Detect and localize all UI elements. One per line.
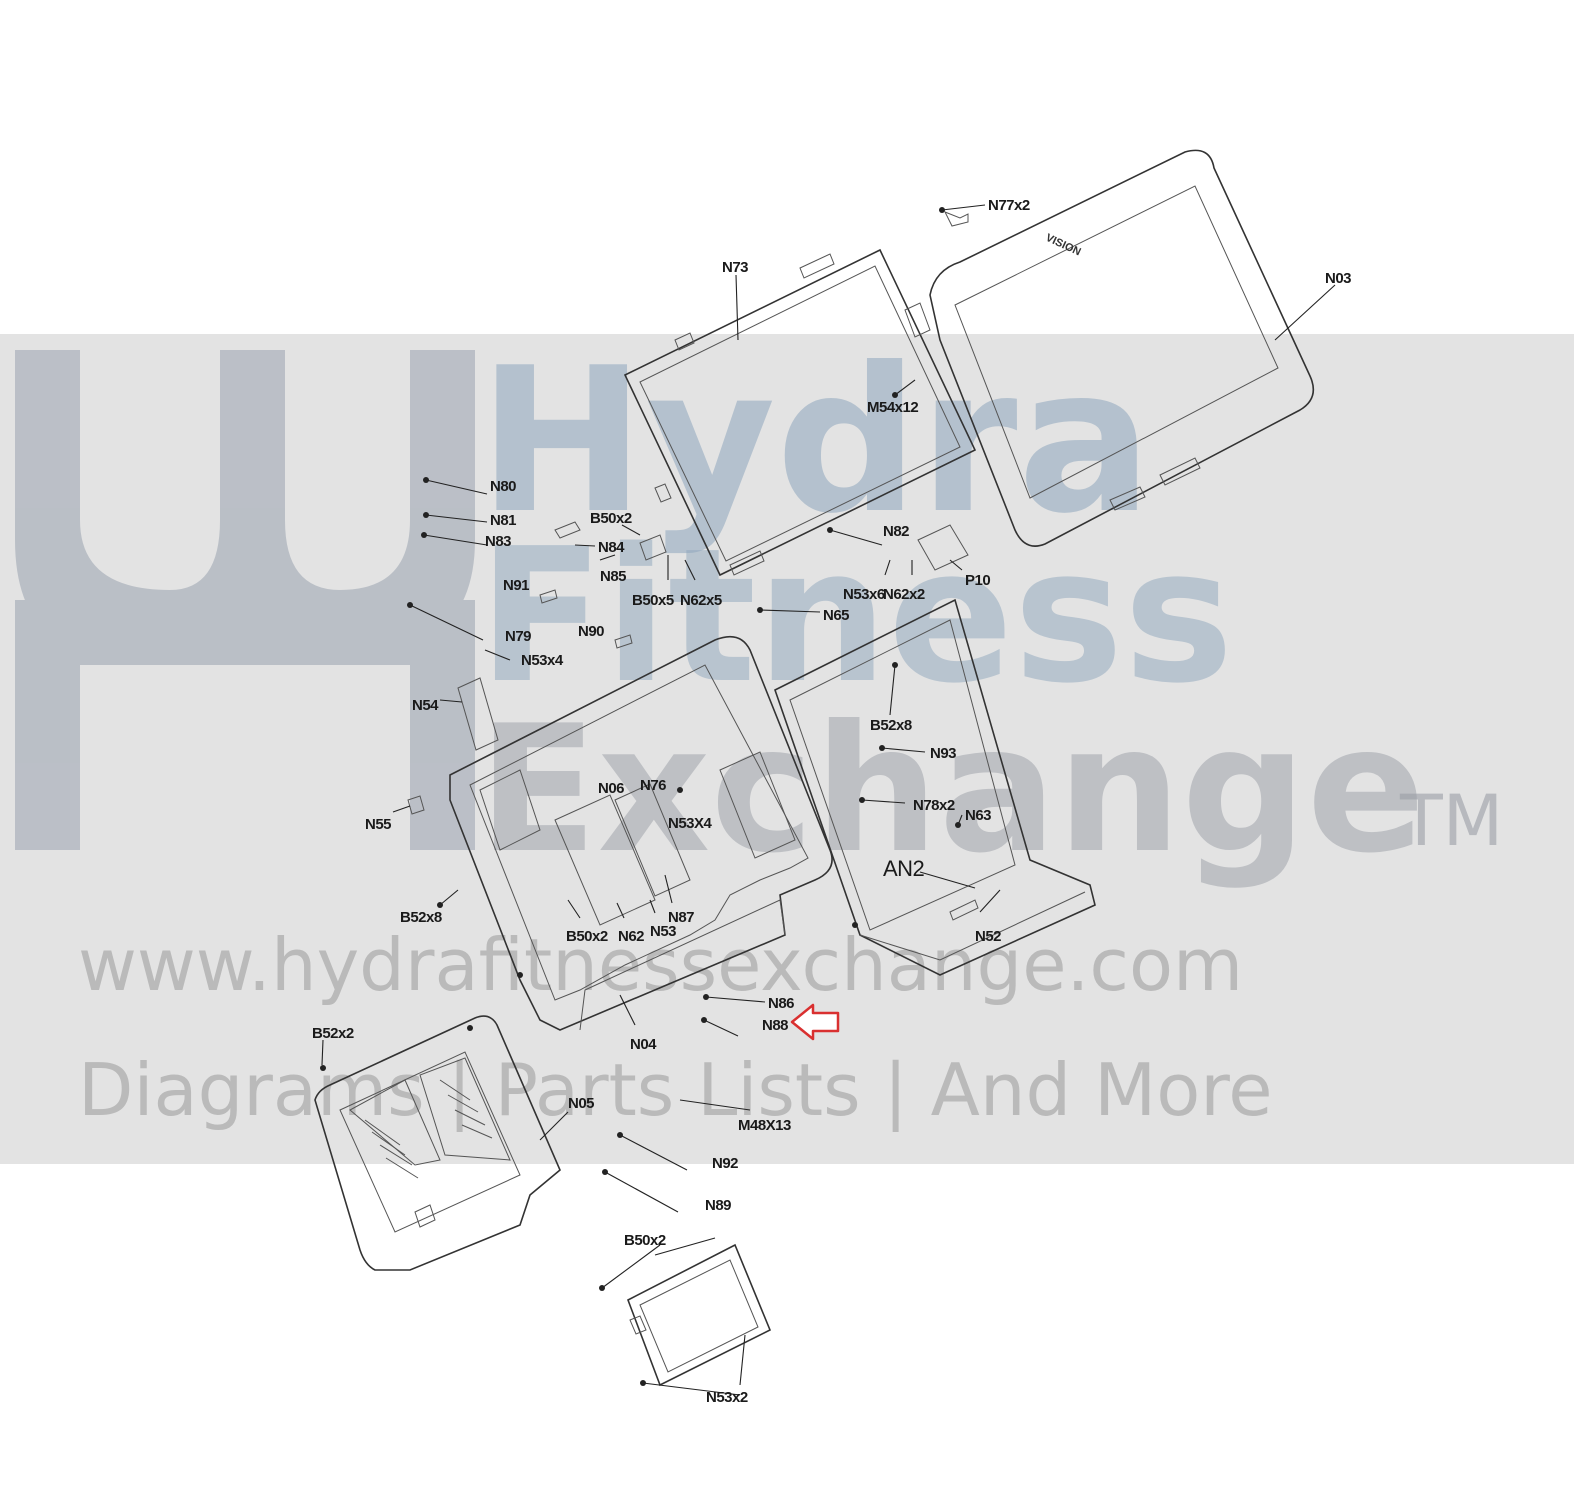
label-n85: N85 — [600, 568, 626, 585]
hydra-fitness-logo-icon — [15, 350, 475, 850]
label-b50x2-bottom: B50x2 — [624, 1232, 666, 1249]
label-n53x2: N53x2 — [706, 1389, 748, 1406]
label-n62x2: N62x2 — [883, 586, 925, 603]
leader-dots — [320, 207, 961, 1386]
part-control-board — [627, 1243, 772, 1387]
label-p10: P10 — [965, 572, 990, 589]
label-n06: N06 — [598, 780, 624, 797]
label-n63: N63 — [965, 807, 991, 824]
watermark-trademark: TM — [1399, 780, 1503, 862]
label-n80: N80 — [490, 478, 516, 495]
label-n73: N73 — [722, 259, 748, 276]
label-n04: N04 — [630, 1036, 657, 1053]
label-n76: N76 — [640, 777, 666, 794]
label-n62: N62 — [618, 928, 644, 945]
label-n53x4: N53x4 — [521, 652, 564, 669]
part-n04-housing — [449, 635, 833, 1031]
label-b52x2: B52x2 — [312, 1025, 354, 1042]
label-n52: N52 — [975, 928, 1001, 945]
label-b52x8-left: B52x8 — [400, 909, 442, 926]
label-n54: N54 — [412, 697, 439, 714]
label-n84: N84 — [598, 539, 625, 556]
watermark: Hydra Fitness Exchange TM www.hydrafitne… — [0, 325, 1574, 1164]
part-an2-panel — [774, 598, 1096, 976]
part-n73-frame — [623, 248, 977, 577]
label-n89: N89 — [705, 1197, 731, 1214]
watermark-hydra: Hydra — [478, 325, 1153, 558]
label-n53x6: N53x6 — [843, 586, 885, 603]
label-b52x8-right: B52x8 — [870, 717, 912, 734]
label-n82: N82 — [883, 523, 909, 540]
label-m48x13: M48X13 — [738, 1117, 791, 1134]
label-n65: N65 — [823, 607, 849, 624]
label-n53: N53 — [650, 923, 676, 940]
hardware-pieces — [407, 211, 969, 815]
label-n53x4-inner: N53X4 — [668, 815, 713, 832]
arrow-left-outline-icon — [790, 1003, 840, 1041]
label-n93: N93 — [930, 745, 956, 762]
part-labels: N77x2 N73 N03 M54x12 N80 N81 N83 B50x2 N… — [312, 197, 1352, 1406]
label-n62x5: N62x5 — [680, 592, 722, 609]
svg-text:VISION: VISION — [1044, 232, 1083, 259]
label-n91: N91 — [503, 577, 529, 594]
label-n05: N05 — [568, 1095, 594, 1112]
label-b50x2-top: B50x2 — [590, 510, 632, 527]
label-n87: N87 — [668, 909, 694, 926]
label-b50x5: B50x5 — [632, 592, 674, 609]
label-n77x2: N77x2 — [988, 197, 1030, 214]
label-n79: N79 — [505, 628, 531, 645]
leader-lines — [321, 204, 1336, 1396]
label-n83: N83 — [485, 533, 511, 550]
label-n86: N86 — [768, 995, 794, 1012]
watermark-fitness: Fitness — [478, 508, 1234, 724]
label-an2: AN2 — [883, 856, 925, 881]
watermark-tagline: Diagrams | Parts Lists | And More — [78, 1048, 1273, 1133]
label-m54x12: M54x12 — [867, 399, 918, 416]
label-n55: N55 — [365, 816, 391, 833]
label-b50x2-mid: B50x2 — [566, 928, 608, 945]
label-n92: N92 — [712, 1155, 738, 1172]
label-n88: N88 — [762, 1017, 788, 1034]
label-n81: N81 — [490, 512, 516, 529]
watermark-url: www.hydrafitnessexchange.com — [78, 923, 1243, 1007]
label-n03: N03 — [1325, 270, 1351, 287]
label-n78x2: N78x2 — [913, 797, 955, 814]
part-n05-grille — [314, 1015, 561, 1271]
label-n90: N90 — [578, 623, 604, 640]
